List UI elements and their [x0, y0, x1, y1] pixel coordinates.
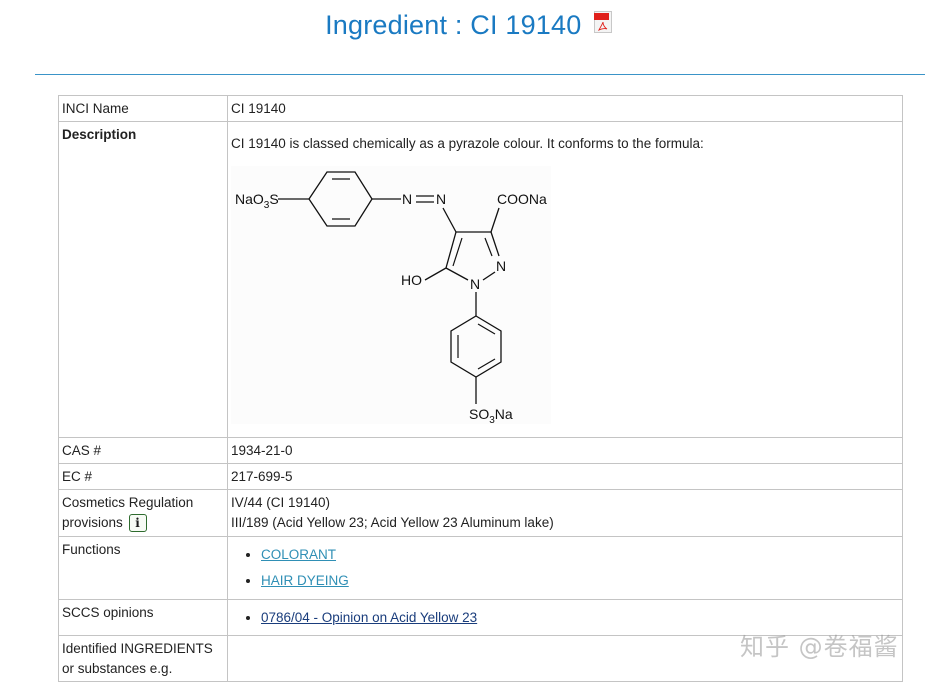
- table-row-description: Description CI 19140 is classed chemical…: [58, 121, 903, 438]
- pdf-icon[interactable]: [593, 10, 612, 33]
- svg-text:SO3Na: SO3Na: [469, 406, 513, 424]
- ec-value: 217-699-5: [227, 463, 903, 490]
- identified-label-cell: Identified INGREDIENTS or substances e.g…: [58, 635, 228, 682]
- regulation-values: IV/44 (CI 19140) III/189 (Acid Yellow 23…: [227, 488, 903, 538]
- table-row-identified: Identified INGREDIENTS or substances e.g…: [58, 635, 903, 682]
- functions-cell: COLORANT HAIR DYEING: [227, 536, 903, 601]
- description-label: Description: [58, 121, 228, 438]
- sccs-list: 0786/04 - Opinion on Acid Yellow 23: [231, 609, 899, 626]
- functions-list: COLORANT HAIR DYEING: [231, 546, 899, 589]
- description-cell: CI 19140 is classed chemically as a pyra…: [227, 121, 903, 438]
- ec-label: EC #: [58, 463, 228, 490]
- list-item: 0786/04 - Opinion on Acid Yellow 23: [261, 609, 899, 626]
- regulation-label-line1: Cosmetics Regulation: [62, 495, 194, 510]
- regulation-label-line2: provisions: [62, 515, 123, 530]
- info-icon[interactable]: i: [128, 514, 147, 533]
- table-row-ec: EC # 217-699-5: [58, 463, 903, 490]
- functions-label: Functions: [58, 536, 228, 601]
- function-link-colorant[interactable]: COLORANT: [261, 547, 337, 563]
- svg-text:N: N: [436, 191, 446, 207]
- regulation-label-cell: Cosmetics Regulation provisions i: [58, 488, 228, 538]
- table-row-cas: CAS # 1934-21-0: [58, 437, 903, 464]
- svg-text:N: N: [402, 191, 412, 207]
- header-divider: [35, 74, 925, 75]
- svg-text:N: N: [496, 258, 506, 274]
- sccs-cell: 0786/04 - Opinion on Acid Yellow 23: [227, 599, 903, 637]
- ingredient-table: INCI Name CI 19140 Description CI 19140 …: [58, 95, 903, 682]
- list-item: HAIR DYEING: [261, 572, 899, 589]
- svg-text:COONa: COONa: [497, 191, 547, 207]
- inci-name-label: INCI Name: [58, 95, 228, 122]
- svg-text:N: N: [470, 276, 480, 292]
- identified-label-line1: Identified INGREDIENTS: [62, 641, 213, 657]
- page-header: Ingredient : CI 19140: [0, 10, 937, 41]
- chemical-structure-image: NaO3S N N N: [231, 166, 551, 424]
- regulation-value: III/189 (Acid Yellow 23; Acid Yellow 23 …: [231, 515, 554, 530]
- table-row-inci: INCI Name CI 19140: [58, 95, 903, 122]
- page-title: Ingredient : CI 19140: [325, 10, 582, 40]
- svg-text:HO: HO: [401, 272, 422, 288]
- description-text: CI 19140 is classed chemically as a pyra…: [231, 136, 704, 151]
- sccs-label: SCCS opinions: [58, 599, 228, 637]
- cas-label: CAS #: [58, 437, 228, 464]
- inci-name-value: CI 19140: [227, 95, 903, 122]
- function-link-hair-dyeing[interactable]: HAIR DYEING: [261, 573, 349, 589]
- sccs-opinion-link[interactable]: 0786/04 - Opinion on Acid Yellow 23: [261, 610, 478, 626]
- table-row-sccs: SCCS opinions 0786/04 - Opinion on Acid …: [58, 599, 903, 637]
- table-row-functions: Functions COLORANT HAIR DYEING: [58, 536, 903, 601]
- regulation-value: IV/44 (CI 19140): [231, 495, 331, 510]
- identified-label-line2: or substances e.g.: [62, 661, 173, 677]
- cas-value: 1934-21-0: [227, 437, 903, 464]
- list-item: COLORANT: [261, 546, 899, 563]
- identified-value: [227, 635, 903, 682]
- table-row-regulation: Cosmetics Regulation provisions i IV/44 …: [58, 488, 903, 538]
